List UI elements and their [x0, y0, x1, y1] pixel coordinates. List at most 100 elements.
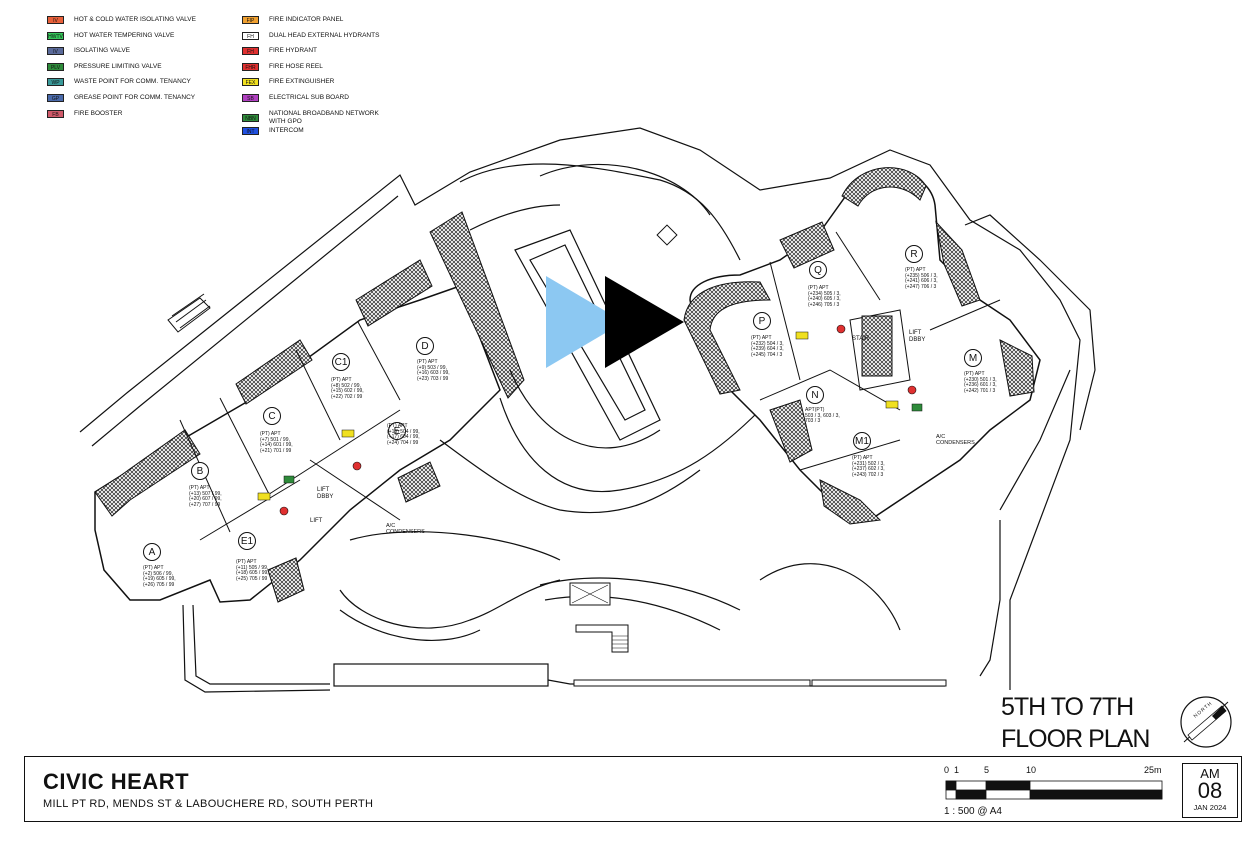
apartment-details: (PT) APT (+234) 505 / 3, (+240) 605 / 3,…	[808, 285, 841, 308]
legend-symbol: SB	[242, 94, 259, 102]
scale-tick-label: 10	[1026, 765, 1037, 775]
sheet-date: JAN 2024	[1193, 803, 1227, 812]
apartment-details: (PT) APT (+8) 502 / 99, (+15) 602 / 99, …	[331, 377, 364, 400]
west-hatched-balcony	[94, 429, 201, 517]
apartment-details: (PT) APT (+10) 504 / 99, (+17) 604 / 99,…	[387, 423, 420, 446]
apartment-details: (PT) APT (+13) 507 / 99, (+20) 607 / 99,…	[189, 485, 222, 508]
east-hatched-5	[999, 339, 1035, 397]
plan-title: 5TH TO 7TH FLOOR PLAN	[1001, 693, 1150, 753]
apartment-id-badge: E	[388, 422, 406, 440]
fire-extinguisher-markers	[257, 331, 923, 501]
legend-symbol: FH	[242, 31, 259, 40]
play-overlay[interactable]	[546, 276, 684, 368]
plant-marker	[656, 224, 678, 246]
apartment-details: (PT) APT (+230) 501 / 3, (+236) 601 / 3,…	[964, 371, 997, 394]
apartment-details: (PT) APT (+7) 501 / 99, (+14) 601 / 99, …	[260, 431, 293, 454]
lift-label: LIFT	[310, 518, 323, 524]
south-boundary-strip-2	[811, 679, 947, 687]
south-boundary-strip	[573, 679, 811, 687]
legend-symbol: PLV	[47, 62, 64, 71]
east-hatched-7	[819, 479, 882, 525]
legend-item: SB ELECTRICAL SUB BOARD	[242, 94, 349, 102]
legend-item: IV ISOLATING VALVE	[47, 47, 130, 56]
east-hatched-4	[935, 220, 981, 307]
legend-item: INT INTERCOM	[242, 127, 304, 136]
legend-label: WASTE POINT FOR COMM. TENANCY	[74, 78, 191, 86]
legend-label: ISOLATING VALVE	[74, 47, 130, 55]
scale-bar	[945, 780, 1163, 800]
apartment-id-badge: P	[753, 312, 771, 330]
legend-label: FIRE BOOSTER	[74, 109, 123, 117]
legend-label: FIRE EXTINGUISHER	[269, 78, 335, 86]
legend-item: FH DUAL HEAD EXTERNAL HYDRANTS	[242, 31, 380, 40]
legend-label: HOT WATER TEMPERING VALVE	[74, 31, 175, 39]
apartment-id-badge: N	[806, 386, 824, 404]
scale-tick-label: 1	[954, 765, 960, 775]
apartment-details: (PT) APT (+231) 502 / 3, (+237) 602 / 3,…	[852, 455, 885, 478]
project-name: CIVIC HEART	[43, 769, 190, 794]
legend-item: IV HOT & COLD WATER ISOLATING VALVE	[47, 16, 196, 24]
legend-symbol: FB	[47, 109, 64, 118]
legend-item: FEX FIRE EXTINGUISHER	[242, 78, 335, 87]
west-hatched-balcony-5	[397, 461, 441, 503]
legend-item: PLV PRESSURE LIMITING VALVE	[47, 62, 162, 71]
legend-label: HOT & COLD WATER ISOLATING VALVE	[74, 16, 196, 23]
legend-label: PRESSURE LIMITING VALVE	[74, 62, 162, 70]
apartment-details: (PT) APT (+232) 504 / 3, (+239) 604 / 3,…	[751, 335, 784, 358]
legend-symbol: HWTV	[47, 31, 64, 40]
scale-ratio: 1 : 500 @ A4	[944, 806, 1002, 817]
east-hatched-wing	[683, 281, 771, 395]
legend-label: ELECTRICAL SUB BOARD	[269, 94, 349, 101]
apartment-id-badge: E1	[238, 532, 256, 550]
apartment-id-badge: M	[964, 349, 982, 367]
legend-symbol: FH	[242, 47, 259, 56]
legend-item: FB FIRE BOOSTER	[47, 109, 123, 118]
play-icon-dark	[605, 276, 684, 368]
legend-symbol: FEX	[242, 78, 259, 87]
stair-steps	[575, 624, 629, 653]
scale-tick-label: 25m	[1144, 765, 1162, 775]
legend-label: GREASE POINT FOR COMM. TENANCY	[74, 94, 196, 101]
lift-lobby-label-west: LIFT DBBY	[317, 487, 334, 500]
north-boundary-strip	[333, 663, 549, 687]
east-hatched-top	[841, 167, 927, 207]
sheet-number: 08	[1197, 778, 1223, 803]
apartment-details: (PT) APT (+235) 506 / 3, (+241) 606 / 3,…	[905, 267, 938, 290]
legend-label: FIRE HOSE REEL	[269, 62, 323, 70]
apartment-id-badge: B	[191, 462, 209, 480]
lift-lobby-label-east: LIFT DBBY	[909, 330, 926, 343]
legend-label: INTERCOM	[269, 127, 304, 135]
east-hatched-6	[769, 399, 813, 463]
landscape	[339, 163, 901, 641]
apartment-id-badge: A	[143, 543, 161, 561]
apartment-details: (PT) APT (+2) 506 / 99, (+19) 605 / 99, …	[143, 565, 176, 588]
fire-hydrant-markers	[279, 324, 917, 516]
east-partitions	[759, 231, 1001, 471]
apartment-id-badge: R	[905, 245, 923, 263]
east-hatched-3	[779, 221, 835, 269]
core-hatched-wedge	[429, 211, 525, 399]
legend-symbol: NBN	[242, 113, 259, 122]
project-address: MILL PT RD, MENDS ST & LABOUCHERE RD, SO…	[43, 798, 374, 810]
west-hatched-balcony-3	[355, 259, 433, 327]
apartment-details: (PT) APT (+11) 505 / 99, (+18) 605 / 99,…	[236, 559, 269, 582]
apartment-id-badge: M1	[853, 432, 871, 450]
legend-symbol: IV	[47, 16, 64, 24]
west-hatched-balcony-4	[267, 557, 305, 603]
legend-symbol: FIP	[242, 16, 259, 24]
apartment-details: (PT) APT (+9) 503 / 99, (+16) 603 / 99, …	[417, 359, 450, 382]
scale-tick-label: 0	[944, 765, 950, 775]
legend-symbol: WP	[47, 78, 64, 87]
title-block: CIVIC HEART MILL PT RD, MENDS ST & LABOU…	[24, 756, 1242, 822]
legend-symbol: INT	[242, 127, 259, 136]
legend-symbol: IV	[47, 47, 64, 56]
legend-item: WP WASTE POINT FOR COMM. TENANCY	[47, 78, 191, 87]
apartment-id-badge: C	[263, 407, 281, 425]
legend-label: DUAL HEAD EXTERNAL HYDRANTS	[269, 31, 380, 39]
west-building	[94, 285, 501, 603]
vent-grille	[167, 293, 211, 333]
apartment-details: APT(PT) 503 / 3, 603 / 3, 703 / 3	[805, 407, 840, 425]
